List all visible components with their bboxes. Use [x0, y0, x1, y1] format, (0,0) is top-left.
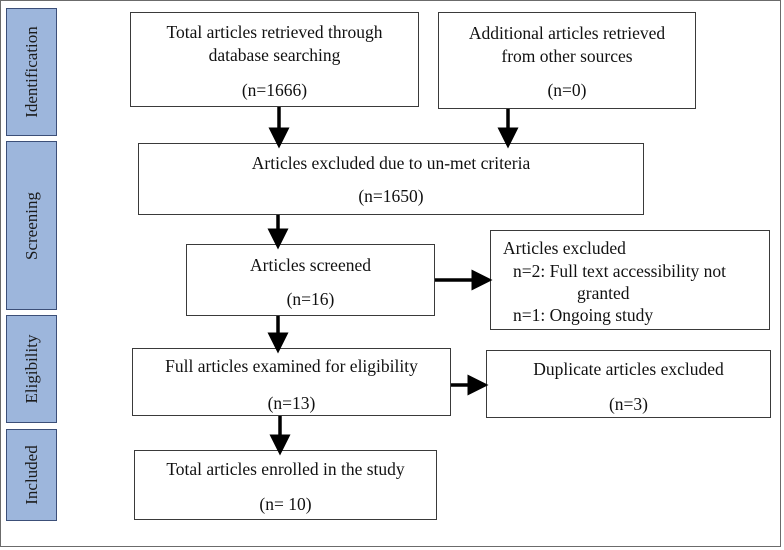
box-retrieved-other-line1: Additional articles retrieved — [468, 23, 666, 43]
box-excluded-screening: Articles excluded n=2: Full text accessi… — [490, 230, 770, 330]
box-enrolled: Total articles enrolled in the study (n=… — [134, 450, 437, 520]
box-excluded-screening-title: Articles excluded — [503, 238, 626, 258]
stage-eligibility: Eligibility — [6, 315, 57, 423]
box-articles-screened: Articles screened (n=16) — [186, 244, 435, 316]
box-excluded-criteria: Articles excluded due to un-met criteria… — [138, 143, 644, 215]
box-retrieved-other: Additional articles retrieved from other… — [438, 12, 696, 109]
stage-identification: Identification — [6, 8, 57, 136]
box-retrieved-database: Total articles retrieved through databas… — [130, 12, 419, 107]
box-retrieved-database-count: (n=1666) — [241, 80, 308, 100]
box-excluded-screening-line3: n=1: Ongoing study — [513, 305, 654, 325]
box-excluded-criteria-label: Articles excluded due to un-met criteria — [251, 153, 531, 173]
box-retrieved-database-line2: database searching — [208, 45, 341, 65]
box-retrieved-other-count: (n=0) — [547, 80, 587, 100]
box-duplicates-excluded: Duplicate articles excluded (n=3) — [486, 350, 771, 418]
box-articles-screened-count: (n=16) — [286, 289, 335, 309]
box-excluded-screening-line2: granted — [577, 283, 630, 303]
box-excluded-screening-line1: n=2: Full text accessibility not — [513, 261, 727, 281]
box-enrolled-label: Total articles enrolled in the study — [166, 459, 405, 479]
box-duplicates-excluded-count: (n=3) — [608, 394, 649, 414]
stage-included: Included — [6, 429, 57, 521]
box-enrolled-count: (n= 10) — [259, 494, 312, 514]
box-eligibility-count: (n=13) — [267, 393, 316, 413]
box-eligibility-label: Full articles examined for eligibility — [165, 356, 418, 376]
box-retrieved-database-line1: Total articles retrieved through — [166, 22, 383, 42]
box-excluded-criteria-count: (n=1650) — [358, 186, 424, 206]
stage-screening: Screening — [6, 141, 57, 310]
box-duplicates-excluded-label: Duplicate articles excluded — [533, 359, 724, 379]
box-eligibility: Full articles examined for eligibility (… — [132, 348, 451, 416]
box-articles-screened-label: Articles screened — [250, 255, 371, 275]
box-retrieved-other-line2: from other sources — [501, 46, 633, 66]
